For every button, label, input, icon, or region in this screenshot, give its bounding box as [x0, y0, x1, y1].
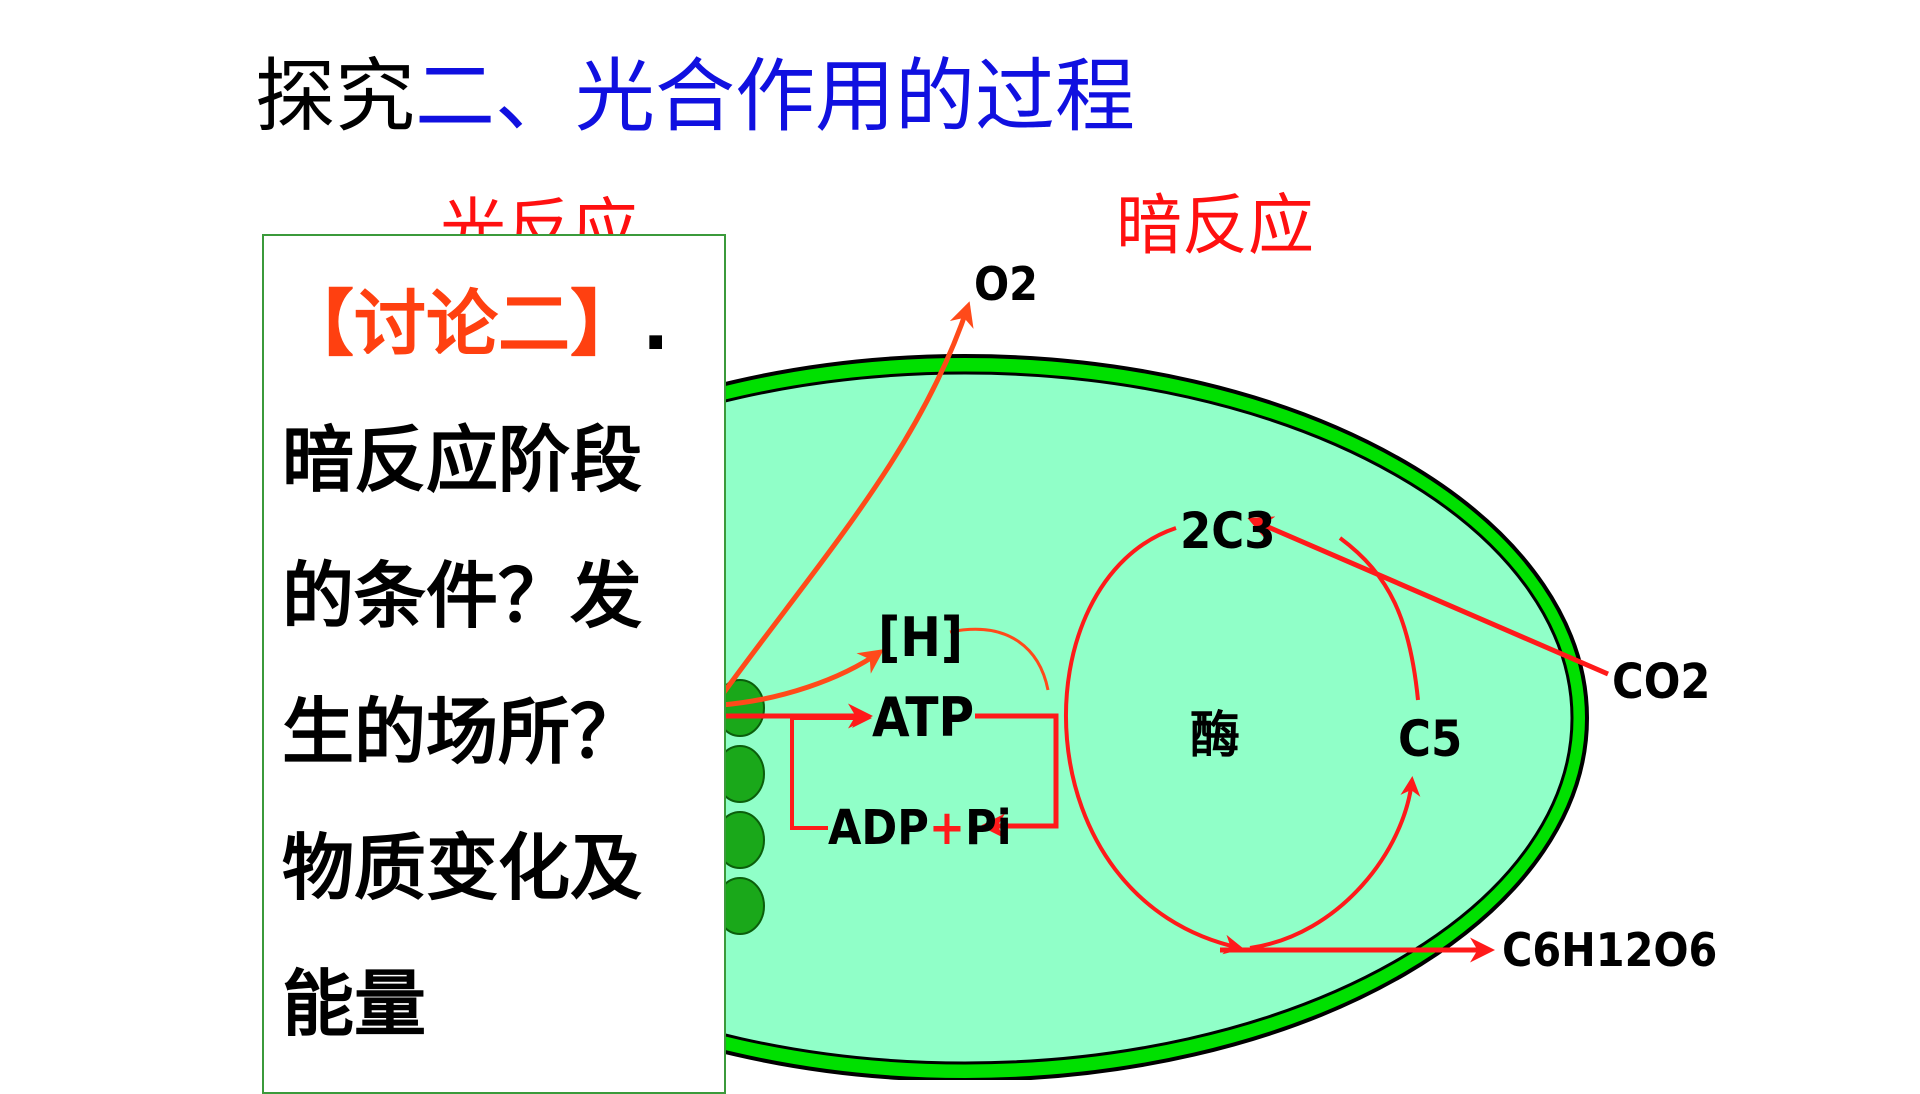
title-main: 二、光合作用的过程	[415, 50, 1135, 143]
discussion-question: . 暗反应阶段的条件？发生的场所？物质变化及能量	[282, 282, 670, 1046]
title-prefix: 探究	[255, 50, 415, 143]
enzyme-label: 酶	[1190, 706, 1240, 764]
atp-adp-cycle-left	[790, 708, 872, 830]
o2-label: O2	[974, 257, 1038, 311]
atp-label: ATP	[872, 686, 974, 749]
adp-pi-label: ADP+Pi	[828, 800, 1012, 856]
discussion-box: 【讨论二】. 暗反应阶段的条件？发生的场所？物质变化及能量	[262, 234, 726, 1094]
co2-label: CO2	[1612, 654, 1710, 710]
c5-label: C5	[1398, 710, 1462, 768]
c3-label: 2C3	[1180, 502, 1276, 560]
discussion-highlight: 【讨论二】	[282, 282, 643, 366]
glucose-label: C6H12O6	[1502, 923, 1717, 977]
h-label: [H]	[878, 606, 963, 669]
bottom-to-c5-arc	[1249, 776, 1421, 950]
dark-reaction-label: 暗反应	[1116, 187, 1314, 264]
atp-to-dark-connector	[975, 713, 1059, 839]
calvin-cycle-left-arc	[1064, 526, 1244, 955]
h-arrow	[721, 649, 885, 708]
o2-release-arrow	[719, 301, 974, 697]
c5-to-c3-arc	[1338, 536, 1420, 701]
adp-text: ADP	[828, 800, 929, 856]
plus-sign: +	[929, 800, 965, 856]
h-to-dark-connector	[949, 627, 1050, 691]
page-title: 探究二、光合作用的过程	[255, 42, 1135, 152]
grana-stack	[715, 679, 765, 935]
co2-fixation-arrow	[1247, 516, 1609, 677]
pi-text: Pi	[965, 800, 1011, 856]
